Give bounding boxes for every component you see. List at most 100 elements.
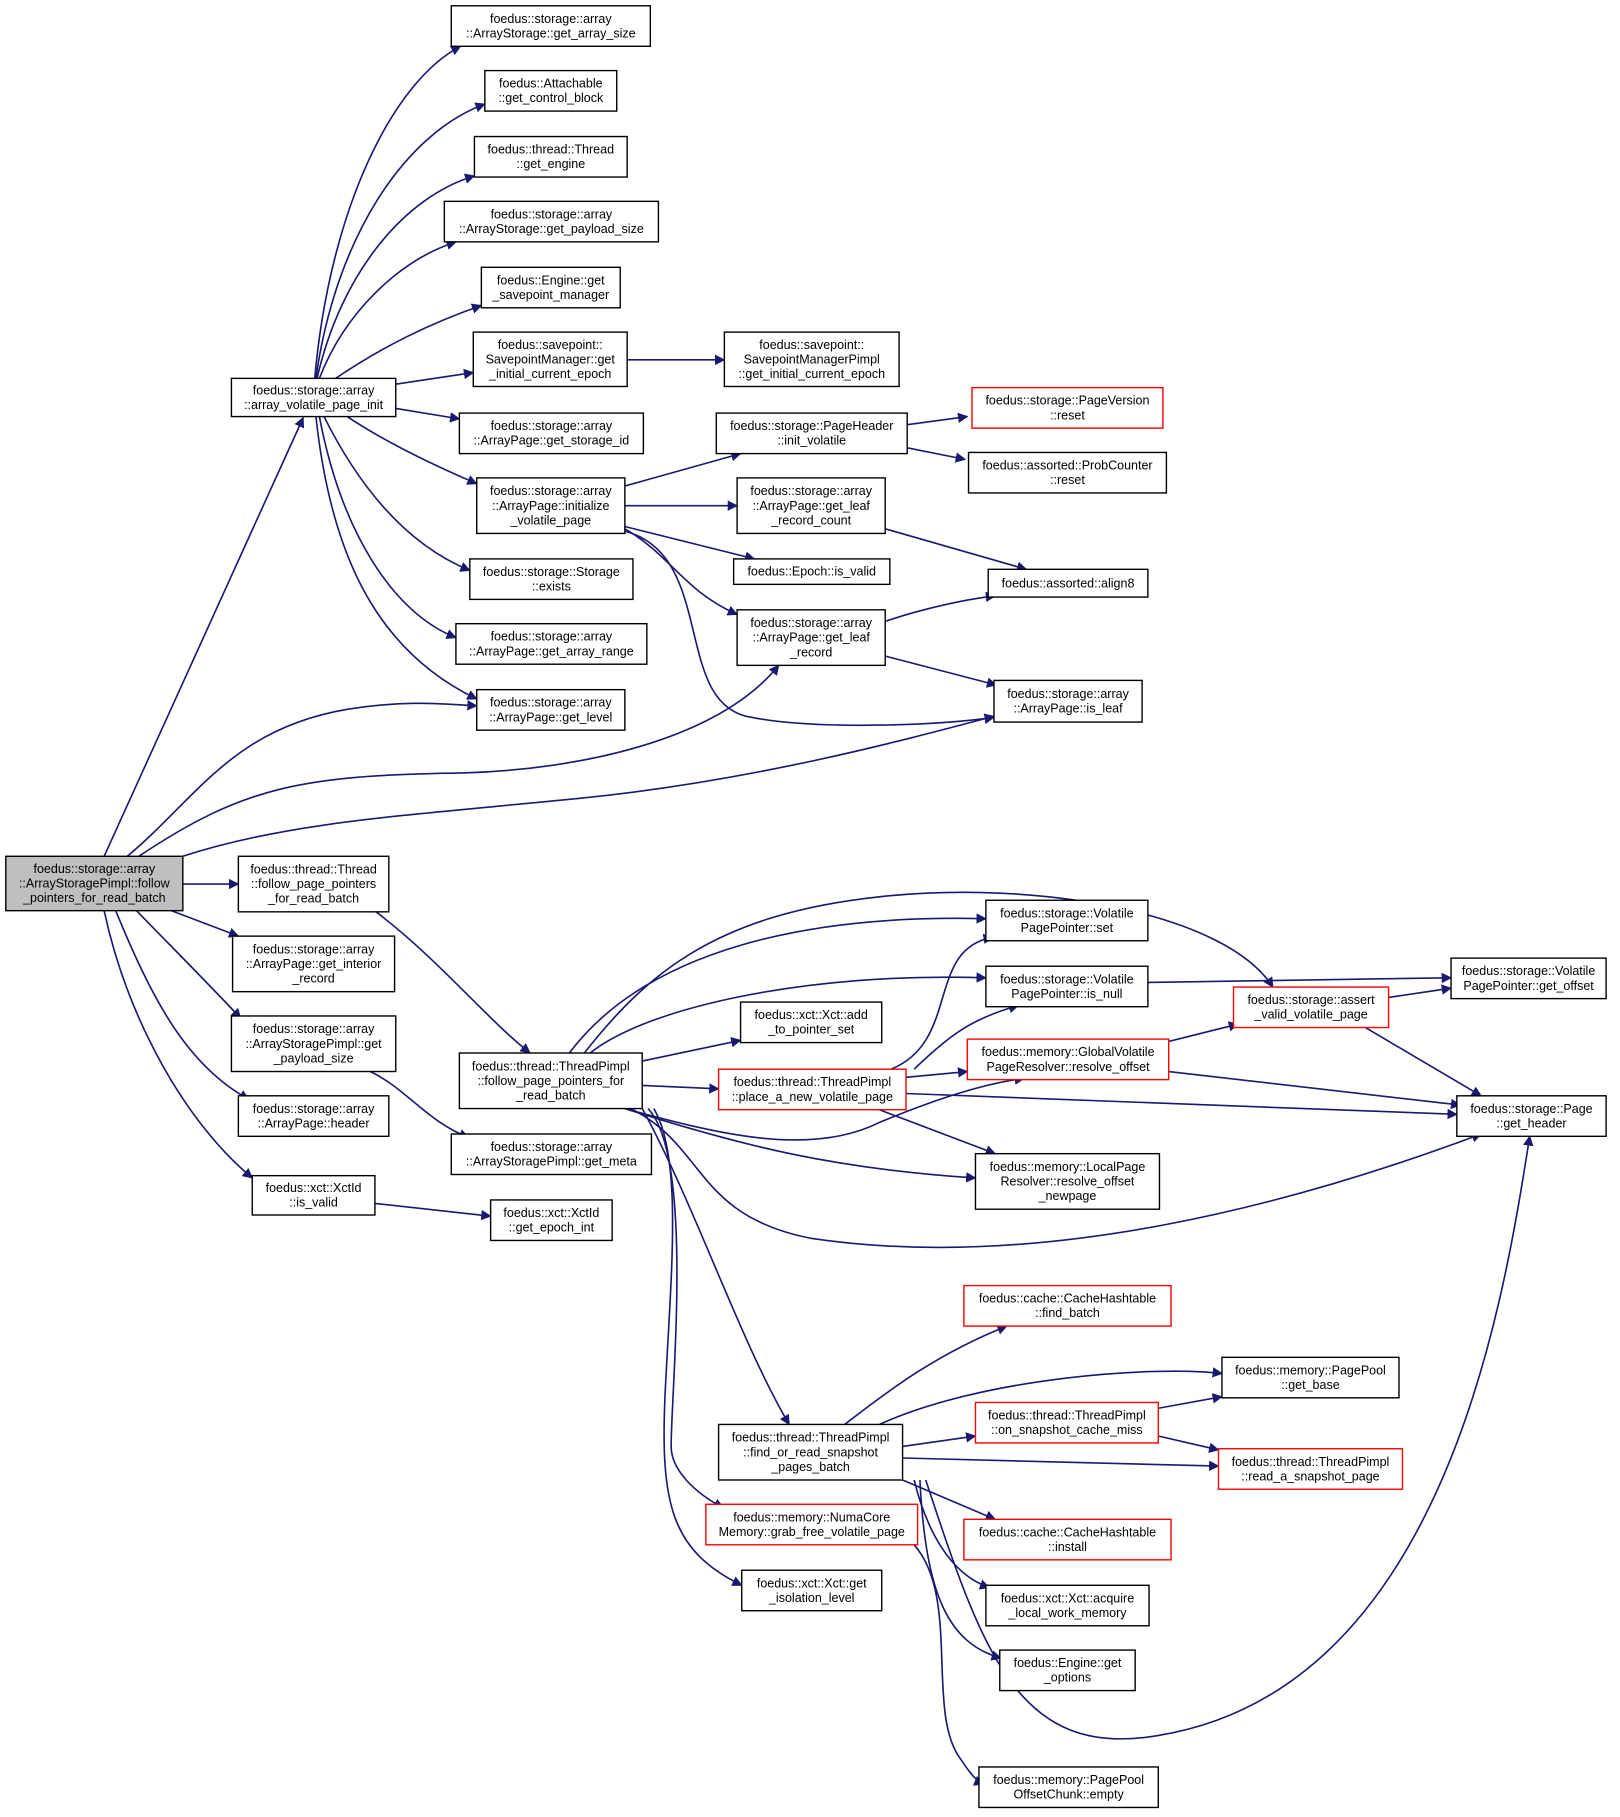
call-edge-root-to-avpi — [103, 416, 305, 857]
node-label-line: ::get_header — [1496, 1116, 1566, 1130]
node-box — [967, 451, 1168, 494]
node-label-line: foedus::memory::GlobalVolatile — [982, 1045, 1155, 1059]
node-box — [1450, 957, 1607, 1000]
function-node-pvr[interactable]: foedus::storage::PageVersion::reset — [971, 386, 1164, 429]
function-node-isl[interactable]: foedus::storage::array::ArrayPage::is_le… — [993, 679, 1143, 723]
node-box — [732, 558, 891, 586]
function-node-ppgb[interactable]: foedus::memory::PagePool::get_base — [1221, 1356, 1400, 1399]
function-node-gmeta[interactable]: foedus::storage::array::ArrayStoragePimp… — [450, 1133, 653, 1176]
node-label-line: foedus::memory::LocalPage — [990, 1160, 1146, 1174]
function-node-tfpp[interactable]: foedus::thread::Thread::follow_page_poin… — [237, 855, 390, 913]
function-node-root[interactable]: foedus::storage::array::ArrayStoragePimp… — [5, 855, 184, 912]
function-node-al8[interactable]: foedus::assorted::align8 — [987, 568, 1149, 598]
call-edge-tpfpp-to-panvp — [642, 1083, 720, 1094]
node-box — [489, 1199, 613, 1242]
function-node-smgice[interactable]: foedus::savepoint::SavepointManager::get… — [472, 331, 628, 388]
function-node-pcr[interactable]: foedus::assorted::ProbCounter::reset — [967, 451, 1168, 494]
call-edge-tpfpp-to-gvpr — [624, 1074, 1026, 1141]
node-label-line: ::on_snapshot_cache_miss — [991, 1423, 1142, 1437]
node-box — [458, 412, 645, 455]
function-node-xatps[interactable]: foedus::xct::Xct::add_to_pointer_set — [739, 1001, 883, 1044]
function-node-ego[interactable]: foedus::Engine::get_options — [999, 1649, 1136, 1692]
function-node-chfb[interactable]: foedus::cache::CacheHashtable::find_batc… — [963, 1284, 1172, 1327]
node-box — [966, 1038, 1170, 1081]
function-node-aspgps[interactable]: foedus::storage::array::ArrayStoragePimp… — [230, 1015, 397, 1073]
node-box — [469, 558, 634, 601]
node-label-line: _volatile_page — [509, 513, 591, 527]
function-node-gvpr[interactable]: foedus::memory::GlobalVolatilePageResolv… — [966, 1038, 1170, 1081]
function-node-xalwm[interactable]: foedus::xct::Xct::acquire_local_work_mem… — [985, 1584, 1150, 1627]
function-node-trasp[interactable]: foedus::thread::ThreadPimpl::read_a_snap… — [1217, 1448, 1404, 1490]
function-node-vppgo[interactable]: foedus::storage::VolatilePagePointer::ge… — [1450, 957, 1607, 1000]
function-node-ppoce[interactable]: foedus::memory::PagePoolOffsetChunk::emp… — [978, 1766, 1160, 1809]
call-edge-tpfpp-to-xgil — [653, 1108, 743, 1587]
call-edge-gvpr-to-pgh — [1168, 1070, 1462, 1110]
function-node-gps[interactable]: foedus::storage::array::ArrayStorage::ge… — [443, 200, 660, 243]
function-node-tforsp[interactable]: foedus::thread::ThreadPimpl::find_or_rea… — [717, 1423, 904, 1481]
node-label-line: ::follow_page_pointers — [251, 877, 376, 891]
function-node-gir[interactable]: foedus::storage::array::ArrayPage::get_i… — [231, 935, 396, 993]
call-edge-aspgps-to-gmeta — [369, 1070, 470, 1140]
function-node-phiv[interactable]: foedus::storage::PageHeader::init_volati… — [715, 412, 908, 455]
call-edge-tpfpp-to-pgh — [630, 1107, 1483, 1249]
function-node-ncmg[interactable]: foedus::memory::NumaCoreMemory::grab_fre… — [705, 1503, 919, 1546]
call-edge-avpi-to-gcb — [315, 102, 486, 379]
function-node-avpi[interactable]: foedus::storage::array::array_volatile_p… — [230, 377, 397, 418]
function-node-panvp[interactable]: foedus::thread::ThreadPimpl::place_a_new… — [717, 1068, 907, 1111]
function-node-gsm[interactable]: foedus::Engine::get_savepoint_manager — [480, 266, 621, 309]
function-node-apiv[interactable]: foedus::storage::array::ArrayPage::initi… — [476, 477, 626, 535]
function-node-gl[interactable]: foedus::storage::array::ArrayPage::get_l… — [476, 688, 626, 731]
function-node-vpps[interactable]: foedus::storage::VolatilePagePointer::se… — [985, 899, 1149, 942]
call-edge-panvp-to-vppin — [913, 1003, 1020, 1070]
function-node-aph[interactable]: foedus::storage::array::ArrayPage::heade… — [237, 1095, 390, 1138]
node-label-line: _newpage — [1038, 1189, 1097, 1203]
function-node-chi[interactable]: foedus::cache::CacheHashtable::install — [963, 1518, 1172, 1561]
function-node-gas[interactable]: foedus::storage::array::ArrayStorage::ge… — [450, 5, 652, 47]
node-box — [717, 1068, 907, 1111]
call-edge-tforsp-to-chi — [902, 1479, 997, 1521]
node-label-line: foedus::cache::CacheHashtable — [979, 1292, 1156, 1306]
function-node-gar[interactable]: foedus::storage::array::ArrayPage::get_a… — [455, 623, 648, 665]
call-edge-avpi-to-gl — [315, 416, 478, 700]
function-node-glrc[interactable]: foedus::storage::array::ArrayPage::get_l… — [736, 477, 886, 535]
function-node-pgh[interactable]: foedus::storage::Page::get_header — [1456, 1095, 1607, 1138]
call-edge-panvp-to-lpr — [879, 1108, 997, 1156]
node-label-line: foedus::storage::PageHeader — [730, 419, 893, 433]
function-node-eiv[interactable]: foedus::Epoch::is_valid — [732, 558, 891, 586]
node-label-line: ::reset — [1050, 473, 1085, 487]
node-label-line: foedus::storage::PageVersion — [985, 394, 1149, 408]
node-label-line: foedus::assorted::align8 — [1002, 576, 1135, 590]
node-label-line: foedus::savepoint:: — [759, 338, 864, 352]
node-label-line: _savepoint_manager — [491, 288, 609, 302]
node-label-line: Resolver::resolve_offset — [1001, 1175, 1135, 1189]
function-node-vppin[interactable]: foedus::storage::VolatilePagePointer::is… — [985, 965, 1149, 1008]
function-node-smpgice[interactable]: foedus::savepoint::SavepointManagerPimpl… — [723, 331, 900, 388]
function-node-glr[interactable]: foedus::storage::array::ArrayPage::get_l… — [736, 609, 886, 667]
function-node-tposcm[interactable]: foedus::thread::ThreadPimpl::on_snapshot… — [974, 1401, 1160, 1444]
function-node-savp[interactable]: foedus::storage::assert_valid_volatile_p… — [1232, 986, 1390, 1029]
call-edge-avpi-to-gsm — [335, 303, 483, 380]
node-label-line: ::get_base — [1281, 1378, 1339, 1392]
node-label-line: foedus::thread::ThreadPimpl — [733, 1075, 891, 1089]
node-label-line: foedus::xct::XctId — [266, 1181, 362, 1195]
node-box — [473, 135, 628, 178]
node-box — [476, 477, 626, 535]
function-node-ge[interactable]: foedus::thread::Thread::get_engine — [473, 135, 628, 178]
function-node-xgil[interactable]: foedus::xct::Xct::get_isolation_level — [741, 1569, 883, 1612]
node-label-line: foedus::xct::Xct::get — [757, 1576, 867, 1590]
node-label-line: foedus::memory::PagePool — [993, 1773, 1144, 1787]
node-label-line: foedus::thread::ThreadPimpl — [1232, 1455, 1390, 1469]
node-box — [723, 331, 900, 388]
function-node-tpfpp[interactable]: foedus::thread::ThreadPimpl::follow_page… — [458, 1052, 643, 1110]
function-node-xiv[interactable]: foedus::xct::XctId::is_valid — [251, 1174, 376, 1216]
node-label-line: foedus::storage::array — [34, 862, 156, 876]
function-node-gei[interactable]: foedus::xct::XctId::get_epoch_int — [489, 1199, 613, 1242]
function-node-sex[interactable]: foedus::storage::Storage::exists — [469, 558, 634, 601]
call-edge-avpi-to-ge — [316, 173, 476, 379]
function-node-lpr[interactable]: foedus::memory::LocalPageResolver::resol… — [974, 1152, 1161, 1210]
node-label-line: foedus::storage::array — [1007, 687, 1129, 701]
function-node-gsid[interactable]: foedus::storage::array::ArrayPage::get_s… — [458, 412, 645, 455]
node-label-line: ::exists — [532, 580, 571, 594]
function-node-gcb[interactable]: foedus::Attachable::get_control_block — [484, 69, 618, 112]
